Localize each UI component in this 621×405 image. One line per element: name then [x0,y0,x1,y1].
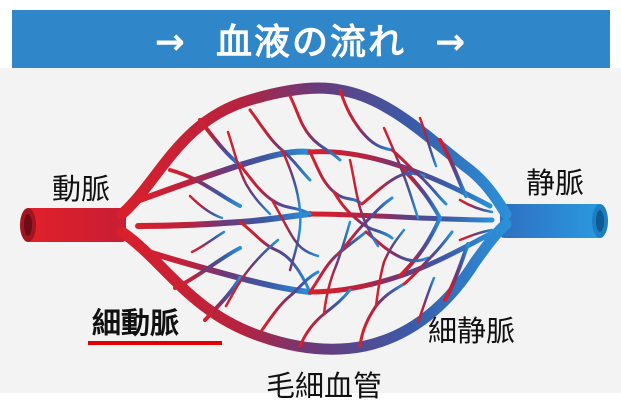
label-capillary: 毛細血管 [266,369,383,403]
label-venule: 細静脈 [428,314,516,348]
blood-vessel-diagram [0,68,621,393]
label-arteriole: 細動脈 [92,306,180,340]
label-artery: 動脈 [52,172,111,206]
banner-title: → 血液の流れ → [154,22,468,63]
arteriole-highlight-underline [88,341,222,345]
capillary-network [116,82,512,355]
title-banner: → 血液の流れ → [12,10,610,68]
vein-tube [500,204,608,238]
label-vein: 静脈 [526,166,585,200]
artery-tube [20,208,126,242]
